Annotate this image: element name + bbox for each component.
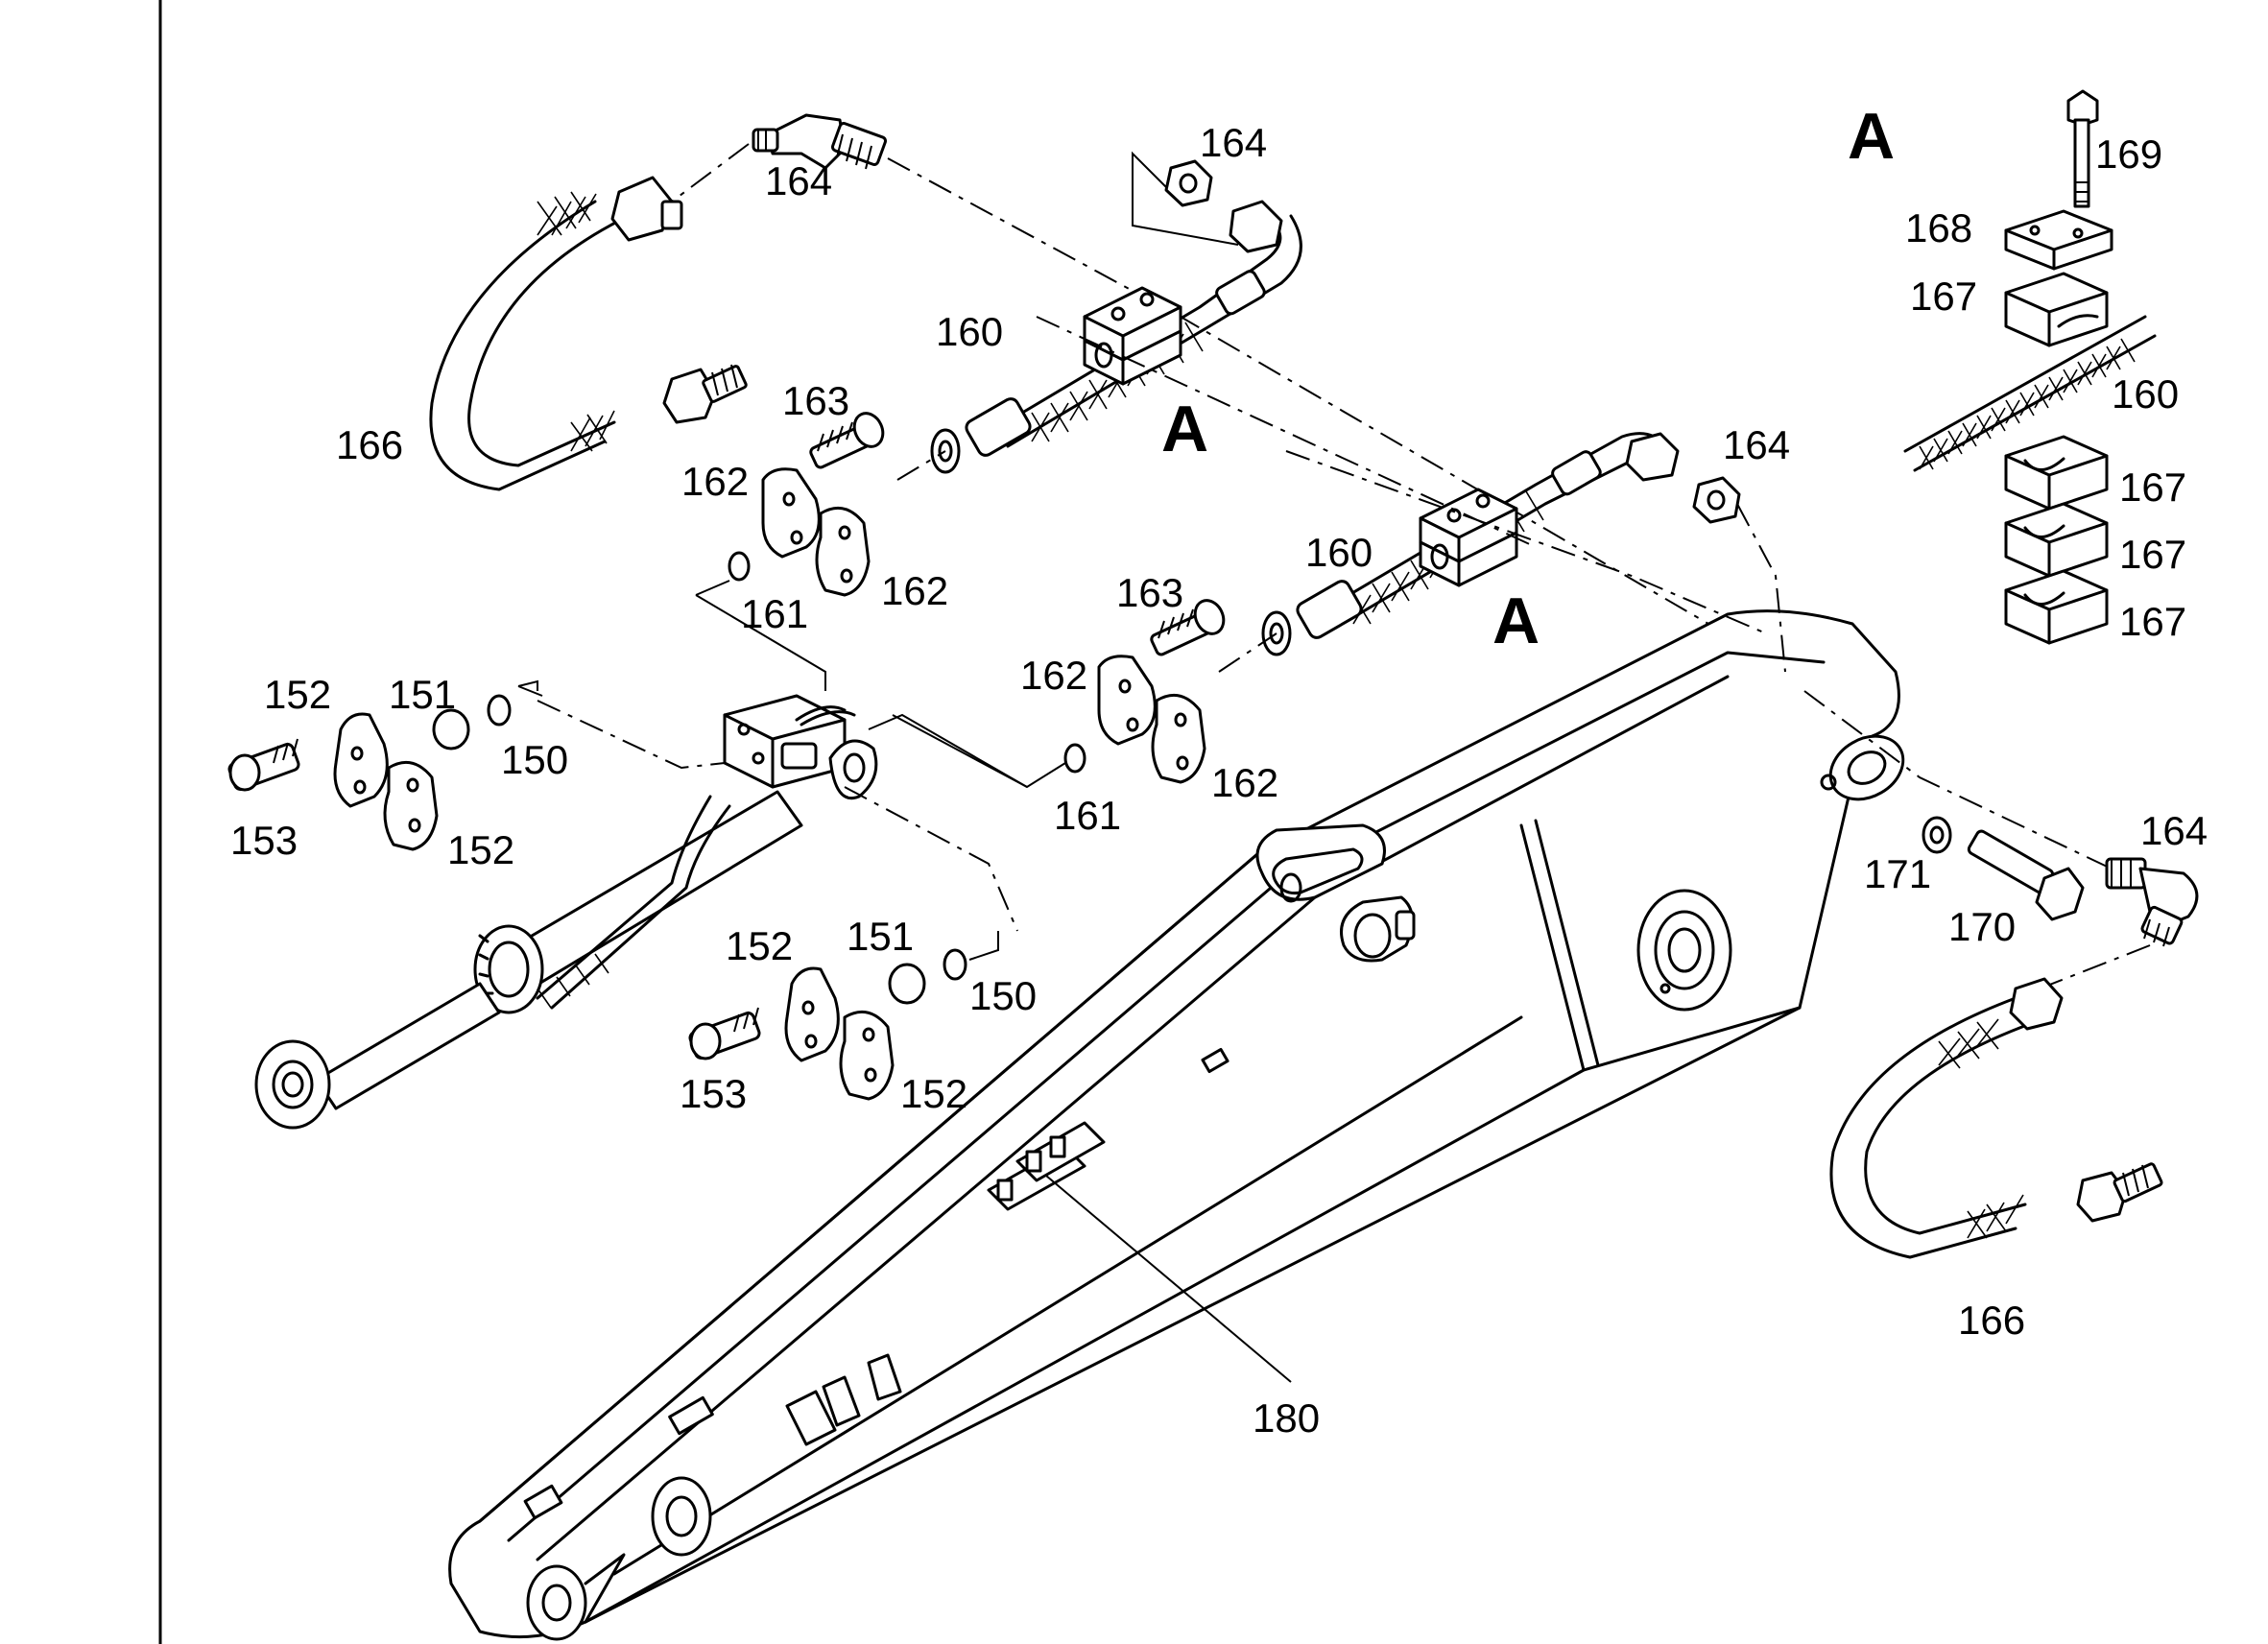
connector-block-180 (987, 1121, 1106, 1211)
port-parts-lower (688, 948, 967, 1101)
clamp-a-lower (1419, 488, 1518, 587)
washer-171 (1922, 816, 1952, 854)
flange-group-upper (728, 412, 885, 597)
leader-180 (1045, 1175, 1292, 1383)
callout-161: 161 (741, 591, 808, 636)
leader (517, 685, 543, 697)
callout-152: 152 (447, 827, 514, 872)
section-marker-a-lower: A (1492, 584, 1540, 657)
callout-167: 167 (2119, 599, 2186, 644)
callout-180: 180 (1253, 1395, 1320, 1441)
callout-171: 171 (1864, 851, 1931, 896)
callout-167: 167 (2119, 465, 2186, 510)
callout-162: 162 (1020, 653, 1087, 698)
callout-151: 151 (847, 914, 914, 959)
pipe-160-upper (930, 159, 1302, 474)
callout-164: 164 (1723, 422, 1790, 467)
centerline (671, 143, 750, 203)
valve-block (723, 694, 878, 799)
hose-166-left (429, 176, 748, 491)
elbow-fitting-164-right (2105, 857, 2199, 947)
centerline (2015, 944, 2151, 999)
centerline (1736, 503, 1786, 673)
callout-162: 162 (1211, 760, 1278, 805)
centerline (896, 450, 946, 481)
callout-160: 160 (1305, 530, 1373, 575)
callout-167: 167 (1910, 274, 1977, 319)
callout-151: 151 (389, 672, 456, 717)
callout-164: 164 (2140, 808, 2208, 853)
callout-160: 160 (936, 309, 1003, 354)
callout-168: 168 (1905, 205, 1972, 250)
leader (868, 713, 1028, 788)
callout-167: 167 (2119, 532, 2186, 577)
callout-164: 164 (1200, 120, 1267, 165)
callout-150: 150 (969, 973, 1037, 1018)
callout-162: 162 (881, 568, 948, 613)
callout-153: 153 (680, 1071, 747, 1116)
leader (892, 714, 1066, 789)
centerline (1036, 316, 1537, 548)
centerline (1285, 450, 1767, 634)
callout-164: 164 (765, 158, 832, 203)
section-marker-a-upper: A (1161, 393, 1208, 465)
callout-160: 160 (2112, 371, 2179, 417)
centerline (844, 786, 1018, 932)
callout-153: 153 (230, 818, 298, 863)
leader (517, 679, 538, 691)
callout-169: 169 (2095, 131, 2162, 177)
leader (695, 580, 826, 691)
centerline (1803, 690, 2122, 874)
callout-152: 152 (900, 1071, 967, 1116)
callout-166: 166 (1958, 1298, 2025, 1343)
clamp-a-upper (1083, 286, 1182, 386)
detail-view-a (1903, 89, 2157, 645)
centerline (1218, 632, 1277, 673)
pipe-160-lower (1261, 432, 1741, 656)
callout-152: 152 (264, 672, 331, 717)
callout-162: 162 (681, 459, 749, 504)
leader (1132, 151, 1239, 246)
flange-group-lower (1063, 599, 1226, 784)
pin-bolt-170 (1967, 829, 2085, 921)
hydraulic-cylinder (254, 790, 803, 1130)
detail-view-label: A (1848, 100, 1895, 173)
callout-152: 152 (726, 923, 793, 968)
callout-166: 166 (336, 422, 403, 467)
elbow-fitting-164-top (752, 113, 887, 170)
callout-163: 163 (782, 378, 849, 423)
centerline (537, 700, 726, 770)
leader (968, 931, 999, 961)
callout-163: 163 (1116, 570, 1183, 615)
port-parts-left (227, 694, 512, 851)
callout-161: 161 (1054, 793, 1121, 838)
hose-166-right (1829, 977, 2163, 1259)
callout-150: 150 (501, 737, 568, 782)
callout-170: 170 (1948, 904, 2016, 949)
